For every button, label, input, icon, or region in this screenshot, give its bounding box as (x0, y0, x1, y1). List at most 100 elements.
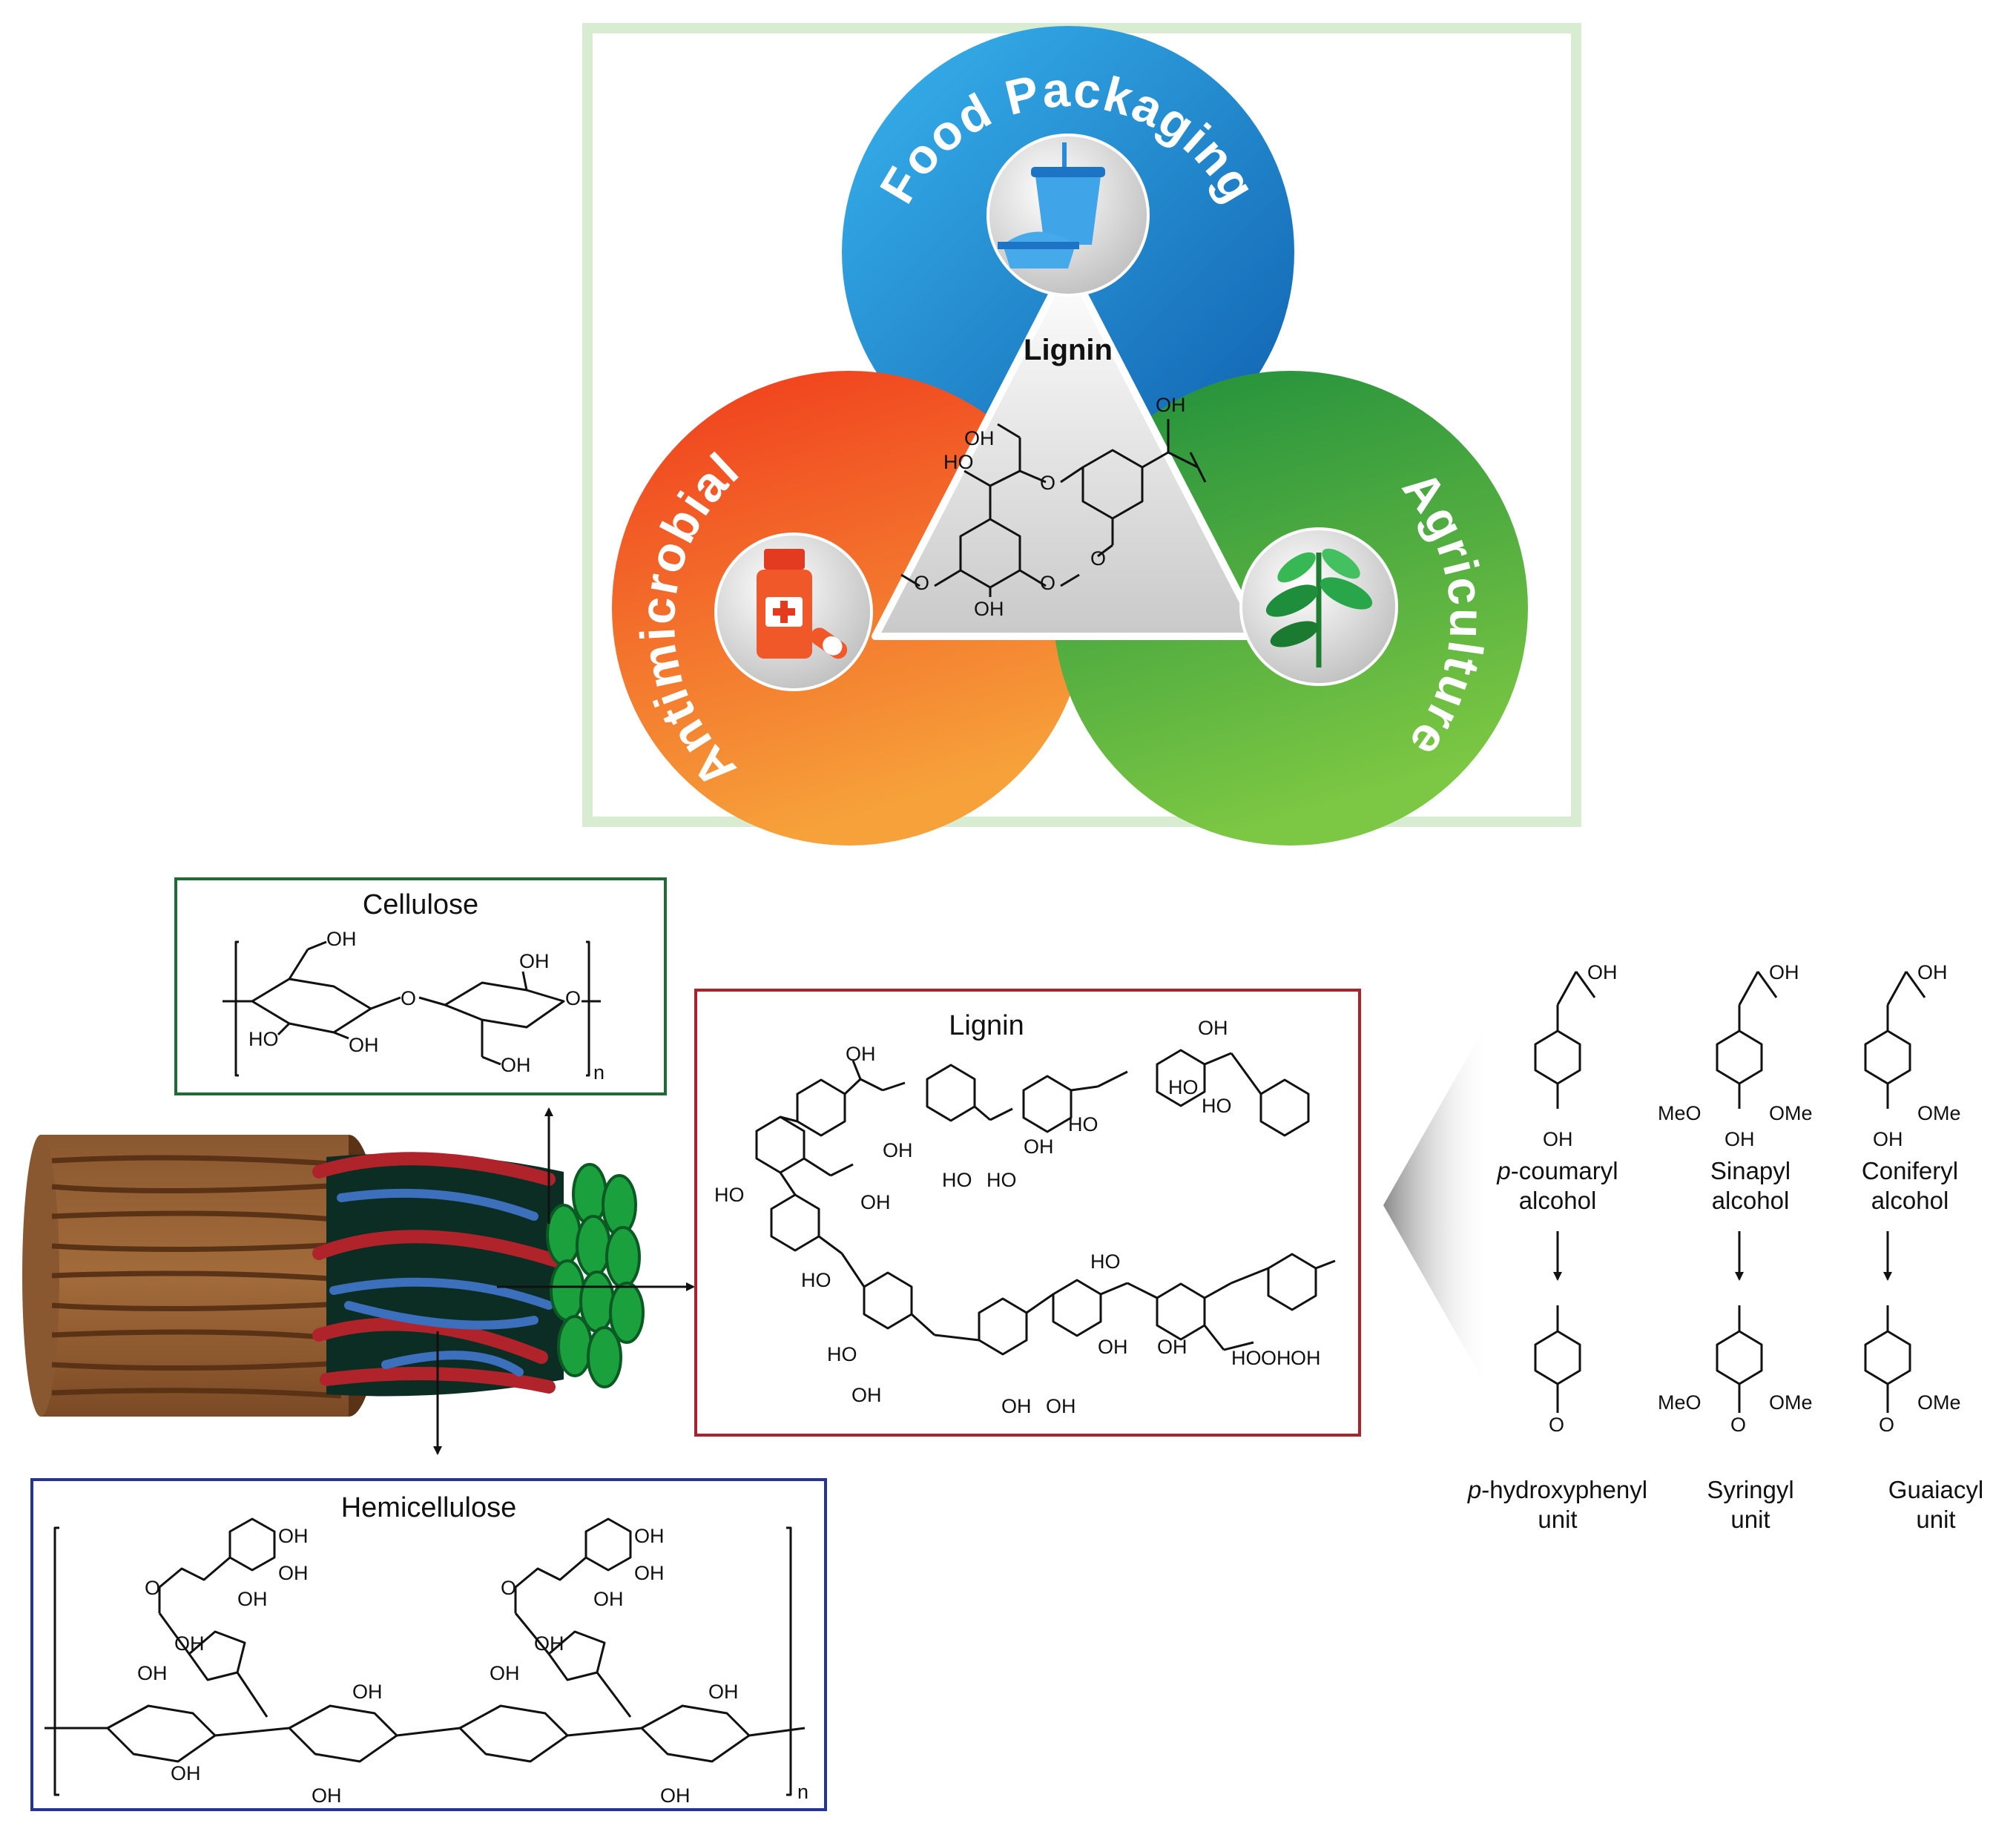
svg-text:OH: OH (171, 1762, 201, 1784)
svg-text:OH: OH (964, 427, 995, 449)
svg-text:OH: OH (1098, 1336, 1128, 1358)
svg-text:OH: OH (278, 1525, 309, 1547)
coniferyl-label-line2: alcohol (1871, 1187, 1949, 1214)
svg-text:OH: OH (1157, 1336, 1187, 1358)
svg-text:OH: OH (1725, 1128, 1755, 1150)
coniferyl-alcohol-structure: OH OMe OH O OMe (1864, 961, 1961, 1436)
svg-text:n: n (797, 1781, 808, 1803)
svg-text:HO: HO (1231, 1347, 1262, 1369)
svg-text:HO: HO (827, 1343, 857, 1365)
svg-text:OMe: OMe (1769, 1102, 1813, 1124)
sinapyl-alcohol-structure: OH MeO OMe OH O MeO OMe (1658, 961, 1813, 1436)
svg-text:OH: OH (1769, 961, 1799, 983)
p-coumaryl-label-line2: alcohol (1519, 1187, 1597, 1214)
svg-text:OH: OH (1291, 1347, 1321, 1369)
svg-text:OH: OH (1873, 1128, 1903, 1150)
svg-text:HO: HO (248, 1028, 279, 1050)
svg-text:OH: OH (349, 1034, 379, 1056)
svg-text:O: O (1879, 1414, 1894, 1436)
svg-text:OH: OH (1917, 961, 1948, 983)
svg-text:OH: OH (860, 1191, 891, 1213)
p-hydroxyphenyl-label-line2: unit (1538, 1506, 1577, 1533)
svg-text:HO: HO (714, 1184, 745, 1206)
svg-text:OH: OH (1543, 1128, 1573, 1150)
svg-text:O: O (1040, 472, 1055, 494)
svg-text:OH: OH (1261, 1347, 1291, 1369)
svg-text:OH: OH (851, 1384, 882, 1406)
svg-text:MeO: MeO (1658, 1391, 1702, 1414)
svg-text:OH: OH (708, 1681, 739, 1703)
sinapyl-label: Sinapyl (1710, 1157, 1791, 1184)
lignin-box: Lignin OH (694, 989, 1361, 1437)
svg-text:HO: HO (986, 1169, 1017, 1191)
hemicellulose-box: Hemicellulose n O O OH OH (30, 1478, 827, 1811)
svg-text:OH: OH (501, 1054, 531, 1076)
svg-text:HO: HO (1068, 1113, 1098, 1135)
svg-text:n: n (593, 1061, 605, 1084)
svg-text:O: O (1040, 572, 1055, 594)
svg-text:OH: OH (660, 1784, 691, 1807)
svg-text:OH: OH (1587, 961, 1618, 983)
svg-text:OH: OH (593, 1588, 624, 1610)
svg-text:OH: OH (1156, 394, 1186, 416)
p-coumaryl-alcohol-structure: OH OH O (1534, 961, 1618, 1436)
plant-icon (1239, 527, 1398, 686)
cellulose-title: Cellulose (363, 889, 478, 920)
svg-text:O: O (145, 1577, 160, 1599)
fiber-bundle (326, 1153, 564, 1397)
svg-text:O: O (501, 1577, 516, 1599)
lignin-polymer-structure: OH OH HO HO OH OH HO HO HO HO OH HO HO O… (714, 1017, 1336, 1417)
svg-text:HO: HO (1090, 1250, 1121, 1273)
svg-text:OH: OH (174, 1632, 205, 1655)
svg-text:HO: HO (1168, 1076, 1199, 1098)
svg-text:OH: OH (326, 928, 357, 950)
lignin-frame (694, 989, 1361, 1437)
sinapyl-label-line2: alcohol (1712, 1187, 1790, 1214)
svg-text:O: O (1549, 1414, 1564, 1436)
svg-text:OMe: OMe (1917, 1102, 1961, 1124)
top-panel: Food Packaging Antimicrobial Agriculture… (582, 23, 1581, 845)
svg-text:HO: HO (801, 1269, 831, 1291)
cellulose-structure: n OH HO OH O OH OH O (223, 928, 605, 1084)
svg-text:OH: OH (846, 1043, 876, 1065)
guaiacyl-label: Guaiacyl (1888, 1476, 1983, 1503)
svg-text:OH: OH (1198, 1017, 1228, 1039)
coniferyl-label: Coniferyl (1862, 1157, 1958, 1184)
svg-text:OH: OH (490, 1662, 520, 1684)
svg-text:OH: OH (278, 1562, 309, 1584)
lignin-triangle (872, 260, 1265, 640)
monolignols-panel: OH OH O p-coumaryl alcohol p-hydroxyphen… (1383, 961, 1983, 1533)
svg-text:OH: OH (974, 598, 1004, 620)
p-hydroxyphenyl-label: p-hydroxyphenyl (1467, 1476, 1647, 1503)
svg-text:OH: OH (634, 1525, 665, 1547)
hemicellulose-title: Hemicellulose (341, 1492, 517, 1523)
svg-text:OH: OH (237, 1588, 268, 1610)
svg-text:O: O (1090, 547, 1106, 570)
svg-text:O: O (401, 987, 416, 1009)
svg-text:OH: OH (1024, 1135, 1054, 1158)
p-coumaryl-label: p-coumaryl (1496, 1157, 1618, 1184)
svg-text:OH: OH (352, 1681, 383, 1703)
svg-text:OH: OH (519, 950, 550, 972)
syringyl-label: Syringyl (1707, 1476, 1793, 1503)
svg-text:OH: OH (883, 1139, 913, 1161)
lignin-box-title: Lignin (949, 1010, 1024, 1041)
lignin-center-label: Lignin (1024, 334, 1113, 366)
svg-text:MeO: MeO (1658, 1102, 1702, 1124)
polymer-strands (312, 1152, 563, 1394)
svg-text:OH: OH (1001, 1395, 1032, 1417)
food-container-icon (986, 133, 1150, 297)
svg-text:HO: HO (1202, 1095, 1232, 1117)
svg-text:O: O (565, 987, 581, 1009)
svg-text:OH: OH (312, 1784, 342, 1807)
hemicellulose-structure: n O O OH OH OH OH OH OH OH (45, 1517, 808, 1807)
svg-text:HO: HO (943, 451, 974, 473)
callout-wedge (1383, 1016, 1491, 1394)
cellulose-microfibrils (546, 1163, 645, 1388)
svg-text:HO: HO (942, 1169, 972, 1191)
svg-text:OMe: OMe (1917, 1391, 1961, 1414)
svg-text:OH: OH (634, 1562, 665, 1584)
wood-grain (51, 1155, 342, 1399)
svg-text:O: O (914, 572, 929, 594)
